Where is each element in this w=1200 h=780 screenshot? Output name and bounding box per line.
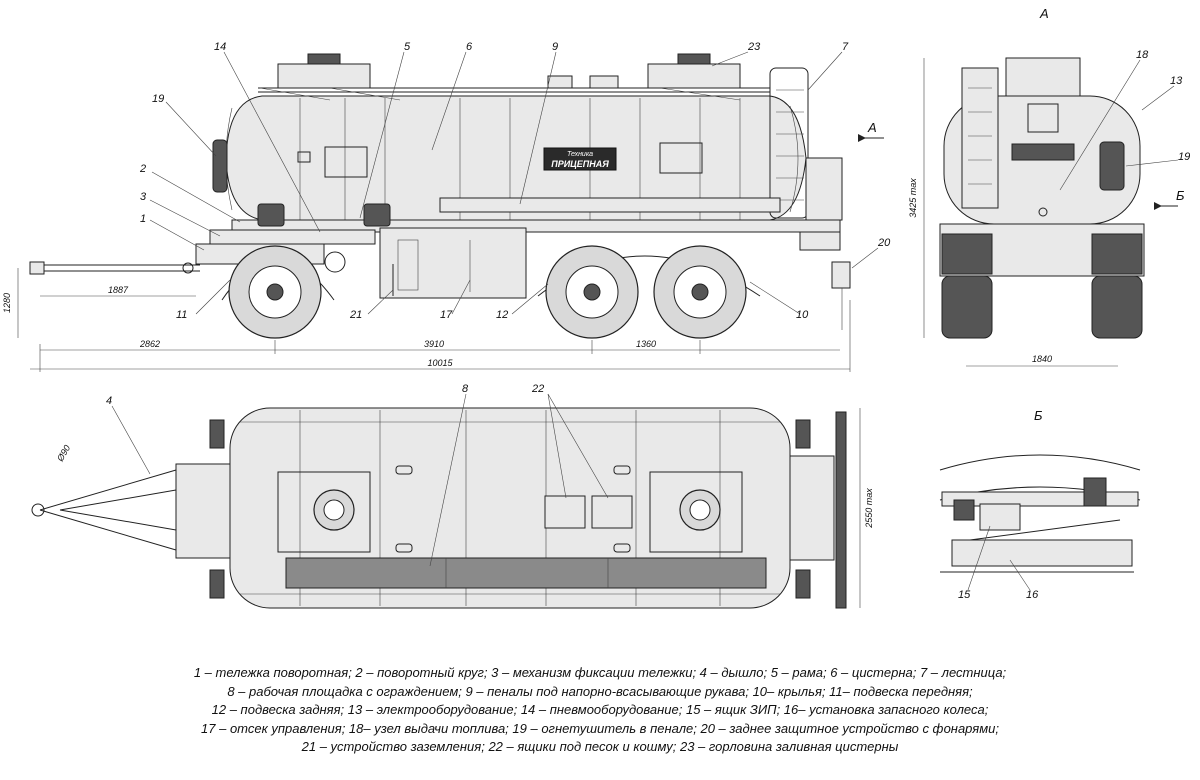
arrow-a-label: А [867, 120, 877, 135]
detail-view-b: Б 15 16 [939, 408, 1141, 601]
callout-1: 1 [140, 213, 146, 225]
control-compartment [379, 227, 527, 299]
spare-wheel-mount [951, 539, 1133, 567]
callout-18: 18 [1136, 49, 1149, 61]
legend-line: 1 – тележка поворотная; 2 – поворотный к… [193, 665, 1007, 680]
manhole-rear [649, 471, 743, 553]
filler-neck-front [277, 63, 371, 89]
callout-22: 22 [531, 383, 544, 395]
drawbar-eye [31, 503, 45, 517]
callout-3: 3 [140, 191, 147, 203]
filler-neck-rear [647, 63, 741, 89]
callout-11: 11 [176, 309, 187, 321]
sand-box-2 [591, 495, 633, 529]
callout-6: 6 [466, 41, 473, 53]
dim-1280: 1280 [2, 293, 12, 313]
sand-box-1 [544, 495, 586, 529]
tank-logo-plate [543, 147, 617, 171]
dim-3425: 3425 max [908, 178, 918, 218]
rear-annotations: 18 13 19 3425 max 1840 Б [908, 49, 1190, 367]
view-a-arrow: А [858, 120, 884, 142]
callout-17: 17 [440, 309, 453, 321]
drawbar-side [29, 261, 200, 275]
callout-20: 20 [877, 237, 891, 249]
callout-5: 5 [404, 41, 411, 53]
dim-1360: 1360 [636, 339, 656, 349]
ladder [769, 67, 809, 219]
legend-line: 8 – рабочая площадка с ограждением; 9 – … [227, 683, 973, 699]
wheel-rear-2 [653, 245, 747, 339]
work-platform [285, 557, 767, 589]
dim-3910: 3910 [424, 339, 444, 349]
dim-2862: 2862 [139, 339, 160, 349]
view-b-title: Б [1034, 408, 1043, 423]
rear-view-a: А [939, 6, 1145, 339]
callout-9: 9 [552, 41, 558, 53]
callout-7: 7 [842, 41, 849, 53]
hose-case [439, 197, 781, 213]
side-view: Техника ПРИЦЕПНАЯ [29, 53, 851, 339]
wheel-rear-1 [545, 245, 639, 339]
dim-d90: Ø90 [55, 443, 73, 464]
callout-16: 16 [1026, 589, 1039, 601]
dim-1840: 1840 [1032, 354, 1052, 364]
tank-logo-line2: ПРИЦЕПНАЯ [551, 159, 609, 169]
dim-10015: 10015 [427, 358, 453, 368]
view-a-title: А [1039, 6, 1049, 21]
turntable [209, 229, 376, 245]
callout-19-rear: 19 [1178, 151, 1190, 163]
extinguisher-case [212, 139, 228, 193]
callout-14: 14 [214, 41, 226, 53]
dim-1887: 1887 [108, 285, 129, 295]
callout-2: 2 [139, 163, 146, 175]
legend-line: 17 – отсек управления; 18– узел выдачи т… [201, 720, 999, 736]
callout-10: 10 [796, 309, 809, 321]
technical-drawing: Техника ПРИЦЕПНАЯ [2, 6, 1190, 609]
callout-4: 4 [106, 395, 112, 407]
spare-parts-box [979, 503, 1021, 531]
legend-line: 21 – устройство заземления; 22 – ящики п… [301, 739, 899, 754]
top-view [31, 407, 847, 609]
wheel-front [228, 245, 322, 339]
callout-13: 13 [1170, 75, 1183, 87]
callout-19: 19 [152, 93, 164, 105]
callout-21: 21 [349, 309, 362, 321]
callout-23: 23 [747, 41, 761, 53]
legend: 1 – тележка поворотная; 2 – поворотный к… [0, 664, 1200, 757]
callout-12: 12 [496, 309, 508, 321]
arrow-b-label: Б [1176, 188, 1185, 203]
rear-guard [831, 261, 851, 289]
callout-15: 15 [958, 589, 971, 601]
side-dimensions: 1887 1280 2862 3910 1360 10015 [2, 268, 851, 372]
legend-line: 12 – подвеска задняя; 13 – электрооборуд… [211, 702, 989, 717]
manhole-front [277, 471, 371, 553]
drawbar-top [39, 469, 177, 551]
dim-2550: 2550 max [864, 488, 874, 529]
callout-8: 8 [462, 383, 469, 395]
tank-logo-line1: Техника [567, 151, 593, 158]
side-callouts: 14 5 6 9 23 7 19 2 3 1 11 21 17 12 10 20 [139, 41, 891, 321]
